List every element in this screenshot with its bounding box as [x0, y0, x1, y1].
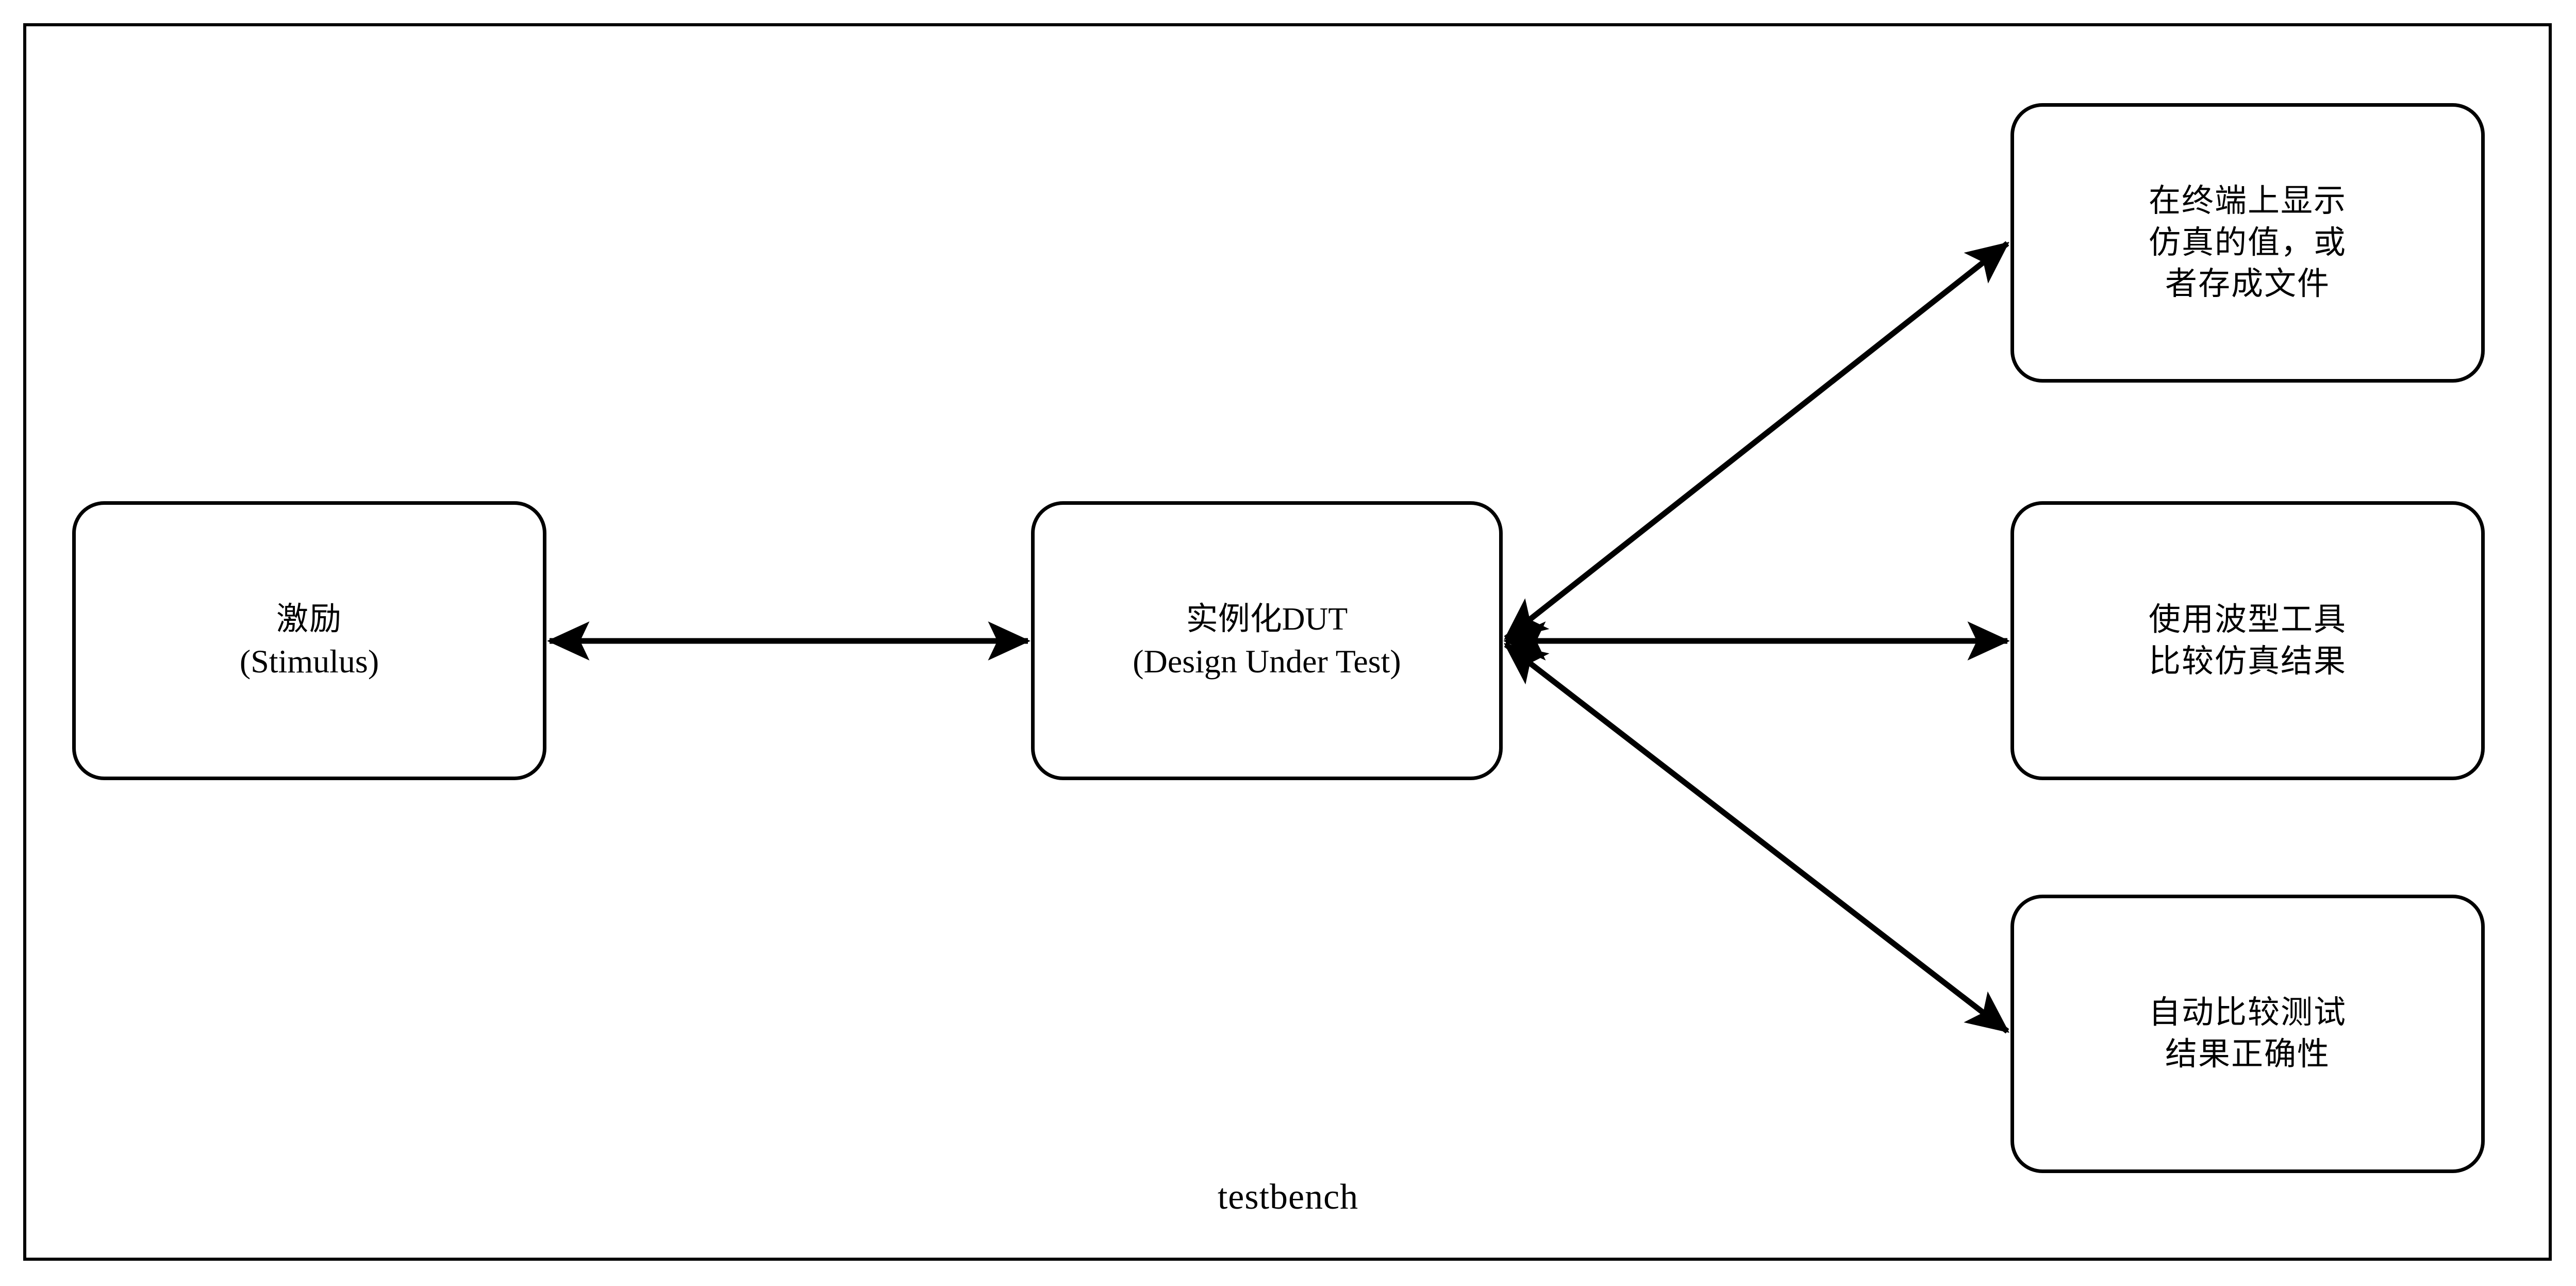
node-dut-line-2: (Design Under Test) — [1133, 643, 1401, 680]
node-waveform-line-2: 比较仿真结果 — [2148, 644, 2347, 679]
node-autocheck-line-1: 自动比较测试 — [2148, 995, 2347, 1031]
node-dut[interactable]: 实例化DUT (Design Under Test) — [1031, 501, 1503, 780]
node-waveform-line-1: 使用波型工具 — [2148, 602, 2347, 637]
node-auto-check-results[interactable]: 自动比较测试 结果正确性 — [2010, 895, 2485, 1173]
node-display-line-2: 仿真的值，或 — [2148, 225, 2347, 260]
node-stimulus-line-1: 激励 — [276, 601, 342, 637]
node-waveform-compare[interactable]: 使用波型工具 比较仿真结果 — [2010, 501, 2485, 780]
node-display-line-1: 在终端上显示 — [2148, 184, 2347, 219]
node-stimulus[interactable]: 激励 (Stimulus) — [72, 501, 546, 780]
node-stimulus-line-2: (Stimulus) — [239, 643, 379, 680]
node-display-line-3: 者存成文件 — [2165, 267, 2330, 302]
diagram-caption: testbench — [1217, 1177, 1359, 1217]
node-autocheck-line-2: 结果正确性 — [2165, 1037, 2330, 1072]
node-dut-line-1: 实例化DUT — [1186, 601, 1348, 637]
node-display-simulation-values[interactable]: 在终端上显示 仿真的值，或 者存成文件 — [2010, 103, 2485, 383]
